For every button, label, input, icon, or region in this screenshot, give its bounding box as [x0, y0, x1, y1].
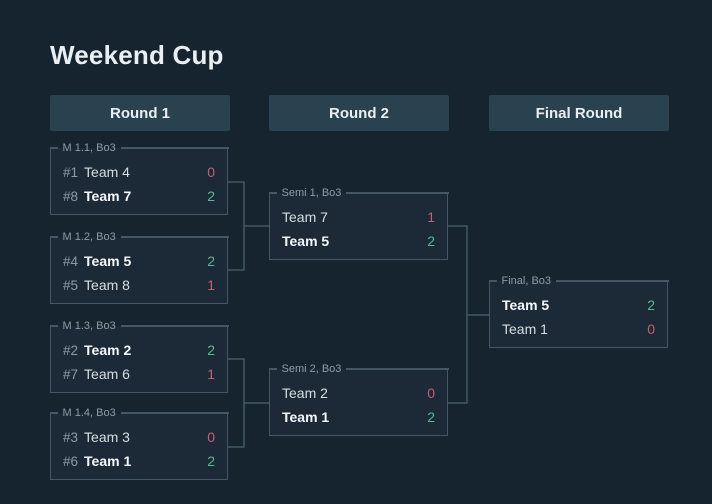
team-score: 2 [207, 342, 215, 358]
match-rows: Team 5 2 Team 1 0 [490, 281, 667, 341]
team-score: 0 [207, 164, 215, 180]
team-cell: #4 Team 5 [63, 253, 131, 269]
team-name: Team 2 [282, 385, 328, 401]
team-cell: #2 Team 2 [63, 342, 131, 358]
match-card-m1-4: M 1.4, Bo3 #3 Team 3 0 #6 Team 1 2 [50, 407, 228, 480]
team-name: Team 1 [282, 409, 330, 425]
team-seed: #7 [63, 367, 79, 382]
team-score: 0 [427, 385, 435, 401]
match-label: M 1.2, Bo3 [62, 231, 116, 243]
team-score: 1 [427, 209, 435, 225]
team-row: #5 Team 8 1 [63, 273, 215, 297]
match-rows: #4 Team 5 2 #5 Team 8 1 [51, 237, 227, 297]
team-score: 2 [647, 297, 655, 313]
team-row: Team 5 2 [282, 229, 435, 253]
match-card-semi-1: Semi 1, Bo3 Team 7 1 Team 5 2 [269, 187, 448, 260]
team-score: 1 [207, 366, 215, 382]
team-score: 1 [207, 277, 215, 293]
match-label: M 1.1, Bo3 [62, 142, 116, 154]
match-card-m1-2: M 1.2, Bo3 #4 Team 5 2 #5 Team 8 1 [50, 231, 228, 304]
page-title: Weekend Cup [50, 40, 224, 70]
team-row: #2 Team 2 2 [63, 338, 215, 362]
team-row: #4 Team 5 2 [63, 249, 215, 273]
team-row: Team 2 0 [282, 381, 435, 405]
team-score: 2 [207, 253, 215, 269]
match-card-border-top: M 1.4, Bo3 [50, 405, 229, 421]
team-score: 2 [427, 233, 435, 249]
match-label: Semi 1, Bo3 [281, 187, 342, 199]
team-row: #8 Team 7 2 [63, 184, 215, 208]
team-name: Team 1 [84, 453, 132, 469]
match-rows: Team 2 0 Team 1 2 [270, 369, 447, 429]
team-seed: #1 [63, 165, 79, 180]
team-name: Team 5 [502, 297, 550, 313]
team-row: Team 1 0 [502, 317, 655, 341]
team-row: Team 1 2 [282, 405, 435, 429]
team-row: #3 Team 3 0 [63, 425, 215, 449]
round-header-final-round: Final Round [489, 95, 669, 131]
team-row: Team 5 2 [502, 293, 655, 317]
team-seed: #3 [63, 430, 79, 445]
match-rows: Team 7 1 Team 5 2 [270, 193, 447, 253]
team-score: 2 [207, 188, 215, 204]
match-card-border-top: Final, Bo3 [489, 273, 669, 289]
team-seed: #6 [63, 454, 79, 469]
connector-m13-m14 [228, 358, 245, 448]
match-card-border-top: Semi 1, Bo3 [269, 185, 449, 201]
team-cell: Team 1 [282, 409, 329, 425]
team-row: #7 Team 6 1 [63, 362, 215, 386]
team-name: Team 8 [84, 277, 130, 293]
team-name: Team 7 [84, 188, 132, 204]
team-score: 2 [207, 453, 215, 469]
match-rows: #3 Team 3 0 #6 Team 1 2 [51, 413, 227, 473]
team-cell: Team 5 [502, 297, 549, 313]
match-card-final: Final, Bo3 Team 5 2 Team 1 0 [489, 275, 668, 348]
match-label: M 1.3, Bo3 [62, 320, 116, 332]
match-card-border-top: M 1.3, Bo3 [50, 318, 229, 334]
team-seed: #2 [63, 343, 79, 358]
team-cell: #8 Team 7 [63, 188, 131, 204]
round-header-round-1: Round 1 [50, 95, 230, 131]
team-name: Team 5 [84, 253, 132, 269]
match-card-border-top: Semi 2, Bo3 [269, 361, 449, 377]
team-cell: Team 7 [282, 209, 328, 225]
match-label: Final, Bo3 [501, 275, 552, 287]
team-score: 0 [647, 321, 655, 337]
team-name: Team 4 [84, 164, 130, 180]
team-cell: Team 1 [502, 321, 548, 337]
team-name: Team 7 [282, 209, 328, 225]
team-cell: #6 Team 1 [63, 453, 131, 469]
match-label: M 1.4, Bo3 [62, 407, 116, 419]
match-label: Semi 2, Bo3 [281, 363, 342, 375]
team-name: Team 5 [282, 233, 330, 249]
connector-semi1-semi2 [448, 225, 468, 404]
match-card-m1-1: M 1.1, Bo3 #1 Team 4 0 #8 Team 7 2 [50, 142, 228, 215]
team-name: Team 6 [84, 366, 130, 382]
team-name: Team 2 [84, 342, 132, 358]
team-row: #1 Team 4 0 [63, 160, 215, 184]
team-cell: Team 2 [282, 385, 328, 401]
team-row: Team 7 1 [282, 205, 435, 229]
team-score: 0 [207, 429, 215, 445]
round-header-round-2: Round 2 [269, 95, 449, 131]
team-row: #6 Team 1 2 [63, 449, 215, 473]
team-cell: #5 Team 8 [63, 277, 130, 293]
team-seed: #8 [63, 189, 79, 204]
match-card-semi-2: Semi 2, Bo3 Team 2 0 Team 1 2 [269, 363, 448, 436]
team-seed: #5 [63, 278, 79, 293]
match-rows: #1 Team 4 0 #8 Team 7 2 [51, 148, 227, 208]
match-card-border-top: M 1.1, Bo3 [50, 140, 229, 156]
team-cell: #3 Team 3 [63, 429, 130, 445]
match-card-border-top: M 1.2, Bo3 [50, 229, 229, 245]
team-cell: #1 Team 4 [63, 164, 130, 180]
team-cell: #7 Team 6 [63, 366, 130, 382]
team-score: 2 [427, 409, 435, 425]
team-name: Team 1 [502, 321, 548, 337]
match-rows: #2 Team 2 2 #7 Team 6 1 [51, 326, 227, 386]
connector-m11-m12 [228, 181, 245, 271]
team-seed: #4 [63, 254, 79, 269]
match-card-m1-3: M 1.3, Bo3 #2 Team 2 2 #7 Team 6 1 [50, 320, 228, 393]
team-name: Team 3 [84, 429, 130, 445]
team-cell: Team 5 [282, 233, 329, 249]
